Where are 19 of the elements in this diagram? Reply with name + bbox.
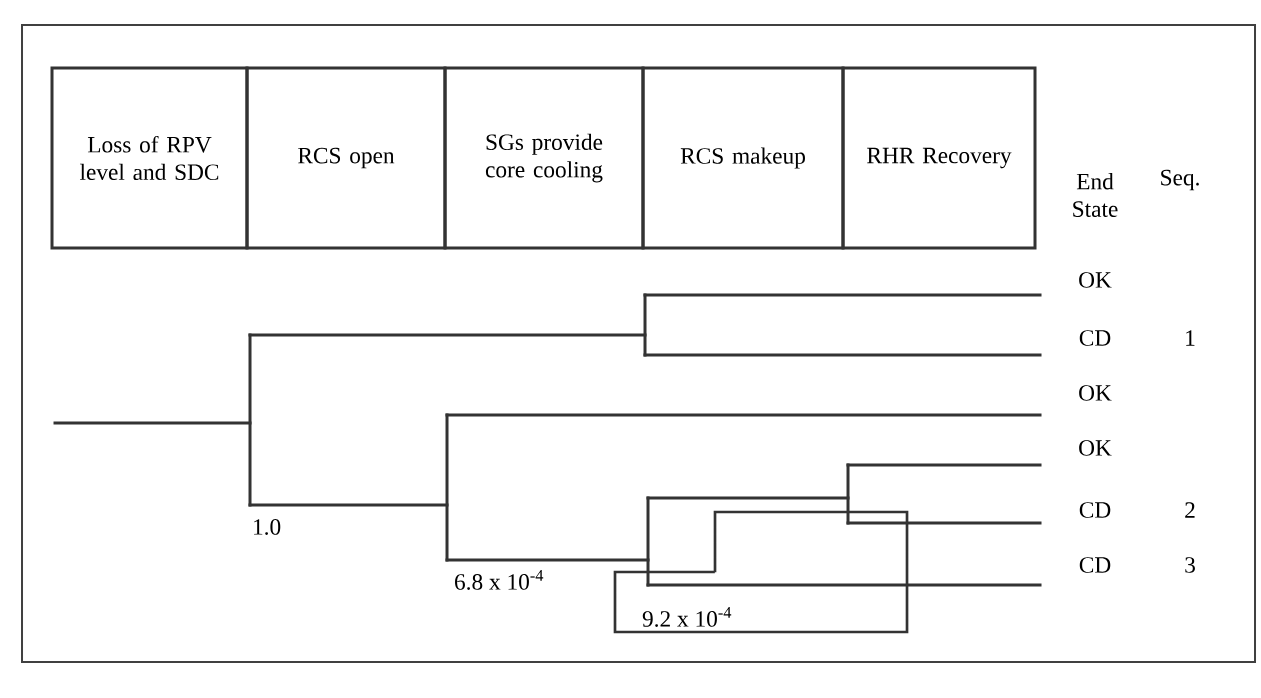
end-state: OK	[1079, 385, 1112, 401]
end-state: OK	[1079, 272, 1112, 288]
event-header-box: SGs provide core cooling	[443, 66, 645, 250]
event-header-box: RCS open	[245, 66, 447, 250]
end-state: CD	[1079, 330, 1111, 346]
event-header-box: Loss of RPV level and SDC	[50, 66, 249, 250]
sequence-number: 1	[1186, 330, 1195, 346]
probability-label: 9.2 x 10$^{-4}$	[642, 607, 732, 627]
sequence-number: 2	[1185, 502, 1195, 518]
end-state: CD	[1079, 557, 1111, 573]
event-header-box: RCS makeup	[641, 66, 845, 250]
end-state: CD	[1079, 502, 1111, 518]
column-heading: Seq.	[1161, 169, 1199, 191]
event-header-box: RHR Recovery	[841, 66, 1037, 250]
probability-label: 6.8 x 10$^{-4}$	[455, 570, 544, 590]
end-state: OK	[1079, 440, 1112, 456]
probability-label: 1.0	[254, 519, 281, 535]
column-heading: End State	[1073, 173, 1118, 217]
sequence-number: 3	[1185, 557, 1195, 573]
